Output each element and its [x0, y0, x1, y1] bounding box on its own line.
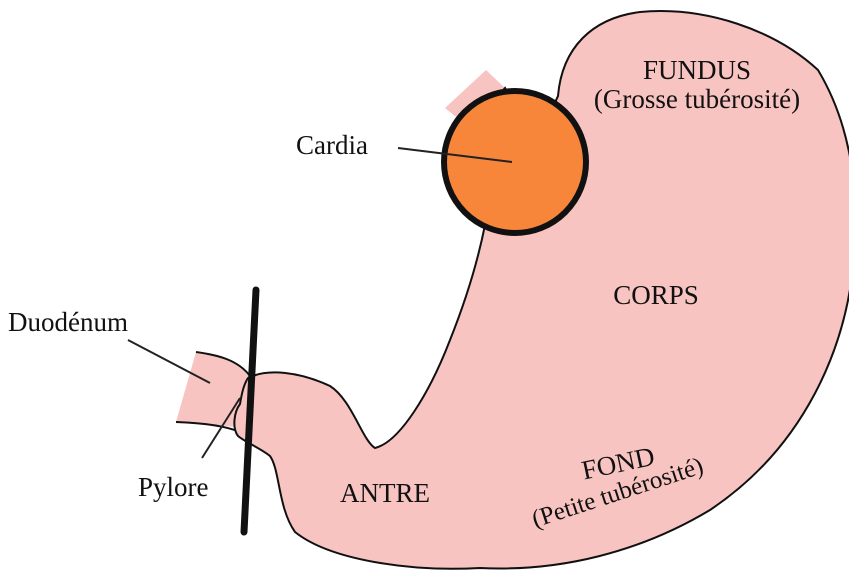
label-cardia: Cardia — [296, 130, 368, 160]
label-antre: ANTRE — [340, 478, 430, 508]
label-fundus-sub: (Grosse tubérosité) — [594, 84, 800, 114]
label-pylore: Pylore — [138, 472, 209, 502]
label-duodenum: Duodénum — [8, 307, 128, 337]
label-fundus: FUNDUS — [643, 55, 751, 85]
label-corps: CORPS — [613, 280, 699, 310]
cardia-circle — [444, 91, 586, 233]
